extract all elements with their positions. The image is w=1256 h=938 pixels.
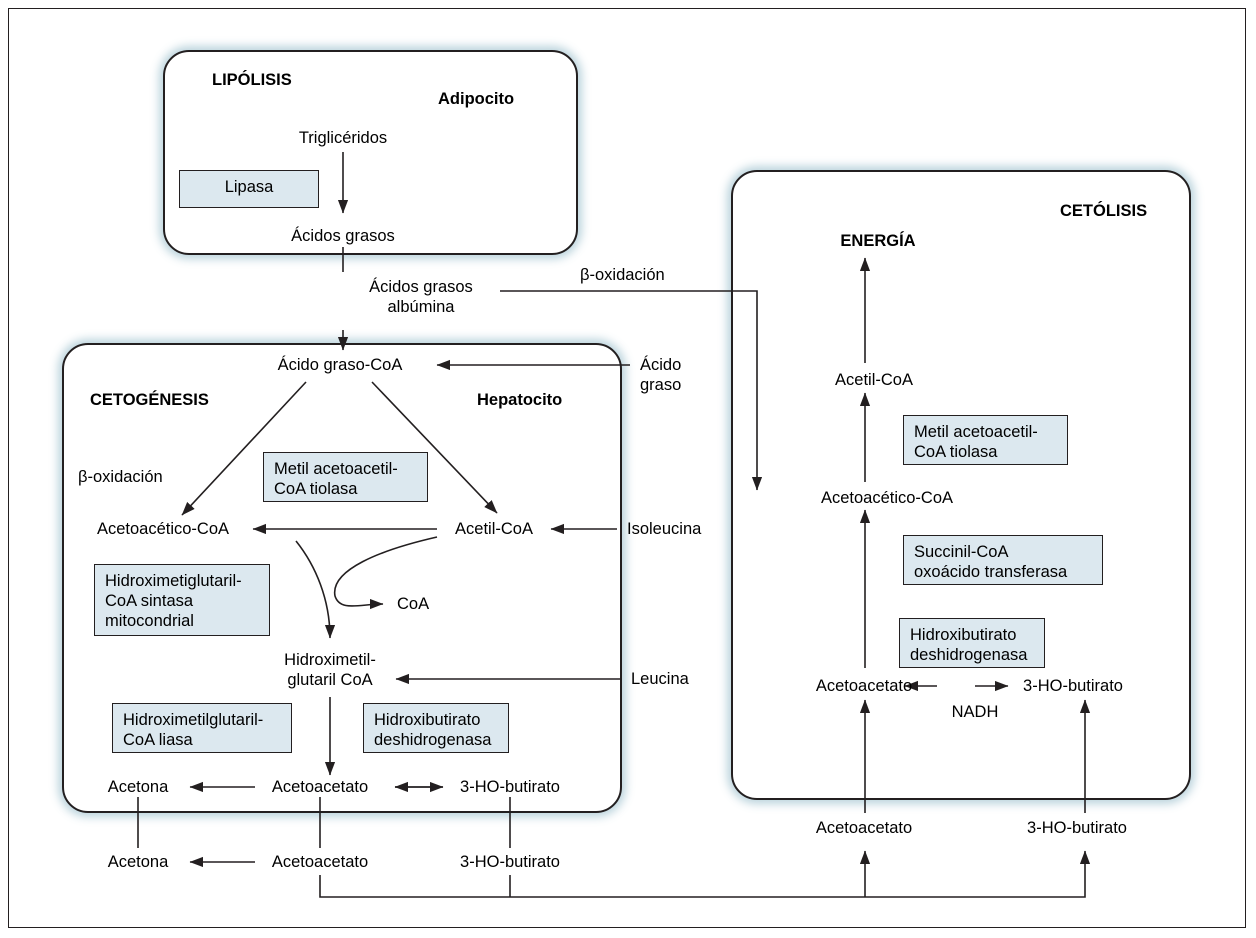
panel-title-lipolisis: LIPÓLISIS xyxy=(212,71,292,89)
enzyme-box-hmg-coa-liasa: Hidroximetilglutaril- CoA liasa xyxy=(112,703,292,753)
label-acetona-inside: Acetona xyxy=(107,778,169,796)
label-3-ho-butirato-bottom-right: 3-HO-butirato xyxy=(1027,819,1127,837)
enzyme-box-hmg-coa-sintasa: Hidroximetiglutaril- CoA sintasa mitocon… xyxy=(94,564,270,636)
label-acido-graso-coa: Ácido graso-CoA xyxy=(277,356,403,374)
label-coa: CoA xyxy=(397,595,430,613)
label-3-ho-butirato-inside: 3-HO-butirato xyxy=(460,778,560,796)
label-acetil-coa-right: Acetil-CoA xyxy=(835,371,913,389)
label-3-ho-butirato-right: 3-HO-butirato xyxy=(1023,677,1123,695)
enzyme-box-metil-acetoacetil-coa-tiolasa-right: Metil acetoacetil- CoA tiolasa xyxy=(903,415,1068,465)
label-beta-oxidacion-top: β-oxidación xyxy=(580,266,665,284)
label-beta-oxidacion-left: β-oxidación xyxy=(78,468,163,486)
label-acetoacetato-inside: Acetoacetato xyxy=(271,778,369,796)
enzyme-box-succinil-coa-transferasa: Succinil-CoA oxoácido transferasa xyxy=(903,535,1103,585)
enzyme-box-hidroxibutirato-deshidrogenasa-right: Hidroxibutirato deshidrogenasa xyxy=(899,618,1045,668)
panel-cell-hepatocito: Hepatocito xyxy=(477,391,563,409)
enzyme-box-metil-acetoacetil-coa-tiolasa-left: Metil acetoacetil- CoA tiolasa xyxy=(263,452,428,502)
label-3-ho-butirato-outside: 3-HO-butirato xyxy=(460,853,560,871)
label-acetoacetato-bottom-right: Acetoacetato xyxy=(815,819,913,837)
panel-cetolisis xyxy=(731,170,1191,800)
label-leucina: Leucina xyxy=(631,670,689,688)
label-acido-graso: Ácido graso xyxy=(640,356,682,395)
label-acetoacetico-coa-left: Acetoacético-CoA xyxy=(96,520,230,538)
label-trigliceridos: Triglicéridos xyxy=(298,129,388,147)
label-acidos-grasos: Ácidos grasos xyxy=(291,227,395,245)
enzyme-box-lipasa: Lipasa xyxy=(179,170,319,208)
panel-lipolisis xyxy=(163,50,578,255)
label-acetoacetico-coa-right: Acetoacético-CoA xyxy=(820,489,954,507)
diagram-outer-frame xyxy=(8,8,1246,928)
panel-title-cetolisis: CETÓLISIS xyxy=(1060,202,1148,220)
label-nadh: NADH xyxy=(951,703,999,721)
label-energia: ENERGÍA xyxy=(840,232,916,250)
enzyme-box-hidroxibutirato-deshidrogenasa-left: Hidroxibutirato deshidrogenasa xyxy=(363,703,509,753)
label-acetoacetato-outside: Acetoacetato xyxy=(271,853,369,871)
label-acetona-outside: Acetona xyxy=(107,853,169,871)
label-acidos-grasos-albumina: Ácidos grasos albúmina xyxy=(369,278,473,317)
label-hidroximetil-glutaril-coa: Hidroximetil- glutaril CoA xyxy=(284,651,376,690)
label-acetil-coa-left: Acetil-CoA xyxy=(455,520,533,538)
panel-cell-adipocito: Adipocito xyxy=(438,90,515,108)
panel-title-cetogenesis: CETOGÉNESIS xyxy=(90,391,209,409)
label-acetoacetato-right: Acetoacetato xyxy=(815,677,913,695)
label-isoleucina: Isoleucina xyxy=(627,520,702,538)
